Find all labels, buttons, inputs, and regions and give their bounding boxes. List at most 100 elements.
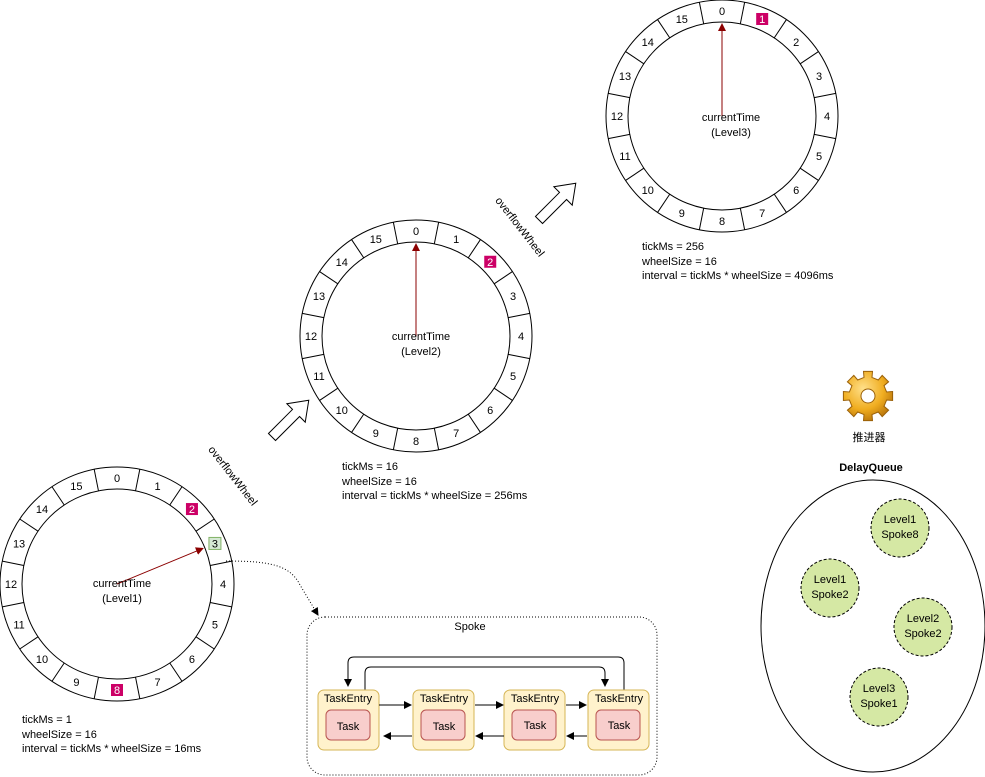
spoke-entry-1-label: TaskEntry (324, 693, 373, 705)
wheel-slot-divider (51, 486, 65, 506)
delay-queue-items (800, 498, 953, 727)
task-box (420, 709, 466, 741)
wheel-slot-divider (508, 312, 530, 319)
wheel-slot-label: 9 (73, 677, 79, 689)
wheel-slot-divider (392, 222, 399, 244)
wheel-slot-label: 1 (155, 481, 161, 493)
wheel-slot-label: 3 (816, 71, 822, 83)
wheel-slot-label: 7 (453, 428, 459, 440)
wheel-slot-label: 15 (370, 234, 382, 246)
wheel-slot-label: 9 (373, 428, 379, 440)
wheel-slot-divider (135, 469, 141, 491)
wheel-slot-divider (657, 19, 671, 39)
wheel-slot-divider (657, 193, 671, 213)
wheel-slot-divider (467, 239, 481, 259)
wheel-level1-level: (Level1) (102, 593, 142, 605)
queue-item-3-level: Level2 (907, 613, 939, 625)
wheel-slot-divider (2, 560, 24, 566)
spoke-entry-4-task: Task (608, 720, 631, 732)
wheel-slot-divider (19, 636, 39, 650)
task-box (325, 709, 371, 741)
wheel-slot-label: 1 (759, 14, 765, 26)
wheel-slot-divider (319, 271, 339, 285)
wheel-slot-label: 8 (114, 685, 120, 697)
wheel-slot-divider (351, 239, 365, 259)
wheel-level3-tickms: tickMs = 256 (642, 241, 704, 253)
wheel-slot-label: 2 (189, 504, 195, 516)
wheel-level3-wheelsize: wheelSize = 16 (641, 256, 717, 268)
wheel-level2-level: (Level2) (401, 346, 441, 358)
queue-item-circle (849, 667, 909, 727)
wheel-slot-label: 2 (793, 37, 799, 49)
queue-item-1-spoke: Spoke8 (881, 529, 918, 541)
wheel-level3-level: (Level3) (711, 127, 751, 139)
wheel-slot-divider (698, 2, 705, 24)
wheel-slot-divider (433, 222, 440, 244)
queue-item-circle (800, 558, 860, 618)
wheel-level1-interval: interval = tickMs * wheelSize = 16ms (22, 743, 202, 755)
wheel-slot-label: 15 (70, 481, 82, 493)
wheel-slot-highlight (208, 536, 222, 550)
wheel-slot-label: 10 (642, 185, 654, 197)
wheel-slot-label: 4 (220, 579, 226, 591)
wheel-slot-label: 4 (518, 331, 524, 343)
wheel-slot-divider (302, 353, 324, 360)
wheel-slot-label: 0 (719, 6, 725, 18)
queue-item-2-level: Level1 (814, 574, 846, 586)
wheel-slot-divider (814, 92, 836, 99)
wheel-slot-highlight (185, 503, 198, 516)
spoke-entry-4-label: TaskEntry (595, 693, 644, 705)
wheel-slot-divider (319, 387, 339, 401)
wheel-slot-divider (493, 387, 513, 401)
wheel-slot-divider (739, 2, 746, 24)
spoke-entry-3-task: Task (524, 720, 547, 732)
wheel-slot-divider (93, 469, 99, 491)
wheel-slot-label: 14 (36, 504, 48, 516)
wheel-level1-tickms: tickMs = 1 (22, 714, 72, 726)
wheel-slot-divider (698, 208, 705, 230)
overflow-arrow-1 (267, 399, 310, 442)
wheel-level3-interval: interval = tickMs * wheelSize = 4096ms (642, 270, 834, 282)
wheel-slot-label: 11 (13, 620, 24, 632)
wheel-slot-label: 12 (611, 111, 623, 123)
spoke-entry-2-label: TaskEntry (420, 693, 469, 705)
wheel-slot-label: 5 (212, 620, 218, 632)
wheel-slot-divider (625, 51, 645, 65)
wheel-slot-highlight (111, 684, 123, 696)
wheel-slot-label: 9 (679, 208, 685, 220)
wheel-slot-divider (799, 51, 819, 65)
wheel-slot-label: 2 (487, 257, 493, 269)
wheel-slot-divider (508, 353, 530, 360)
spoke-container (306, 616, 658, 776)
wheel-slot-label: 12 (305, 331, 317, 343)
wheel-slot-label: 0 (413, 226, 419, 238)
spoke-entries (317, 689, 650, 751)
wheel-level3-current-time: currentTime (702, 112, 760, 124)
wheel-slot-divider (493, 271, 513, 285)
queue-item-circle (870, 498, 930, 558)
wheel-level2-tickms: tickMs = 16 (342, 461, 398, 473)
overflow-label-2: overflowWheel (492, 195, 546, 259)
wheel-slot-divider (195, 636, 215, 650)
queue-item-3-spoke: Spoke2 (904, 628, 941, 640)
wheel-slot-divider (739, 208, 746, 230)
wheel-slot-label: 3 (212, 538, 218, 550)
gear-icon (842, 370, 894, 422)
wheel-slot-divider (135, 677, 141, 699)
wheel-slot-divider (169, 486, 183, 506)
wheel-slot-divider (19, 518, 39, 532)
wheel-slot-label: 14 (642, 37, 654, 49)
slot-to-spoke-connector (225, 560, 319, 616)
delay-queue-title: DelayQueue (839, 462, 903, 474)
spoke-entry-2-task: Task (433, 721, 456, 733)
wheel-slot-label: 4 (824, 111, 830, 123)
wheel-slot-divider (51, 662, 65, 682)
wheel-slot-label: 13 (13, 538, 25, 550)
wheel-level1-current-time: currentTime (93, 578, 151, 590)
wheel-level2-interval: interval = tickMs * wheelSize = 256ms (342, 490, 528, 502)
spoke-loop-arrow-inner (364, 666, 609, 690)
driver-label: 推进器 (853, 430, 886, 444)
wheel-slot-label: 7 (759, 208, 765, 220)
